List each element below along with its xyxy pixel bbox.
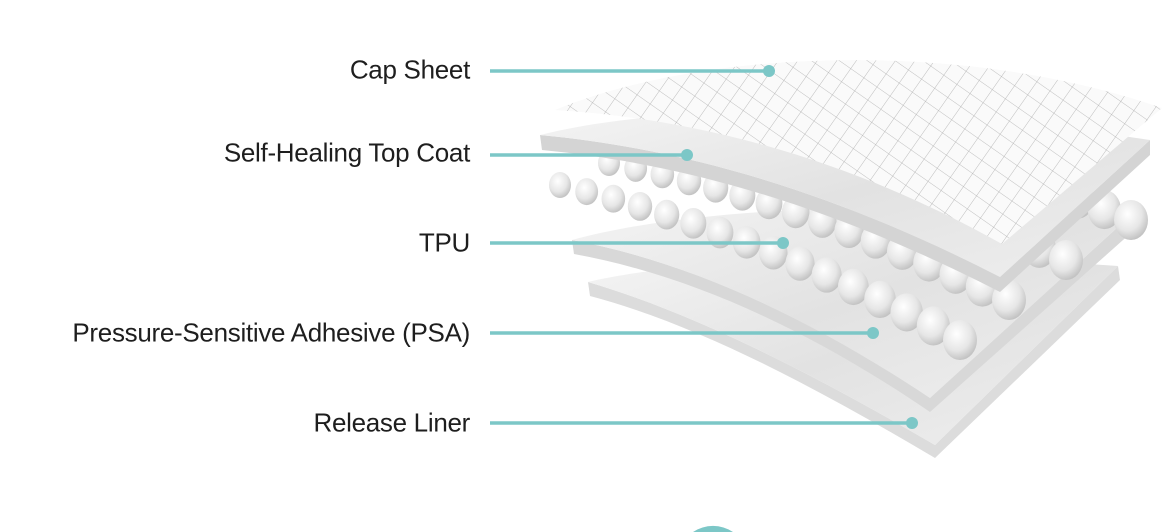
- tpu-bead: [864, 280, 896, 318]
- label-self-healing-top-coat: Self-Healing Top Coat: [223, 137, 470, 168]
- label-release-liner: Release Liner: [313, 407, 470, 438]
- top-coat-dot: [681, 149, 693, 161]
- tpu-bead: [1114, 200, 1148, 240]
- tpu-dot: [777, 237, 789, 249]
- tpu-bead: [785, 246, 815, 281]
- tpu-bead: [890, 293, 923, 332]
- label-cap-sheet: Cap Sheet: [349, 54, 470, 85]
- cap-sheet-dot: [763, 65, 775, 77]
- tpu-bead: [549, 172, 571, 198]
- tpu-bead: [837, 268, 869, 306]
- tpu-bead: [627, 192, 653, 221]
- tpu-bead: [575, 178, 599, 206]
- release-liner-dot: [906, 417, 918, 429]
- tpu-bead: [680, 208, 707, 239]
- tpu-bead: [654, 199, 680, 230]
- bottom-accent-circle: [693, 525, 733, 532]
- tpu-bead: [601, 184, 626, 213]
- label-tpu: TPU: [418, 227, 470, 258]
- tpu-bead: [1049, 240, 1083, 280]
- psa-dot: [867, 327, 879, 339]
- tpu-bead: [916, 306, 950, 346]
- cap-sheet-layer: [555, 60, 1162, 244]
- label-psa: Pressure-Sensitive Adhesive (PSA): [72, 317, 470, 348]
- tpu-bead: [706, 216, 734, 249]
- tpu-bead: [811, 257, 842, 293]
- tpu-bead: [943, 320, 977, 360]
